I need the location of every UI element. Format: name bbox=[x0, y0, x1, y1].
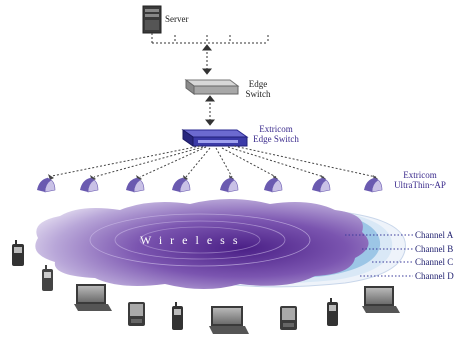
edge-switch-icon bbox=[184, 79, 240, 95]
channel-leaders bbox=[345, 234, 413, 277]
channel-c-label: Channel C bbox=[415, 257, 454, 267]
pda-icon bbox=[128, 302, 145, 326]
wireless-cloud bbox=[35, 199, 369, 289]
device-phones bbox=[12, 240, 338, 330]
server-icon bbox=[142, 5, 162, 34]
phone-icon bbox=[327, 298, 338, 326]
extricom-switch-label: Extricom Edge Switch bbox=[247, 124, 305, 144]
edge-switch-label: Edge Switch bbox=[244, 79, 272, 99]
laptop-icon bbox=[209, 306, 249, 334]
extricom-switch-label-line2: Edge Switch bbox=[253, 134, 299, 144]
phone-icon bbox=[12, 240, 24, 266]
edge-switch-label-line2: Switch bbox=[245, 89, 271, 99]
server-label: Server bbox=[165, 14, 189, 24]
wireless-label: Wireless bbox=[140, 233, 246, 247]
device-pdas bbox=[128, 302, 297, 330]
pda-icon bbox=[280, 306, 297, 330]
ap-label-line1: Extricom bbox=[403, 170, 437, 180]
ap-icons bbox=[37, 177, 383, 193]
extricom-switch-label-line1: Extricom bbox=[259, 124, 293, 134]
channel-b-label: Channel B bbox=[415, 244, 454, 254]
device-laptops bbox=[74, 284, 400, 334]
link-arrow bbox=[201, 44, 213, 75]
laptop-icon bbox=[362, 286, 400, 313]
ap-label: Extricom UltraThin~AP bbox=[386, 170, 454, 190]
phone-icon bbox=[42, 265, 53, 291]
phone-icon bbox=[172, 302, 183, 330]
channel-a-label: Channel A bbox=[415, 230, 454, 240]
ap-link-arrowheads bbox=[48, 174, 378, 181]
laptop-icon bbox=[74, 284, 112, 311]
channel-d-label: Channel D bbox=[415, 271, 454, 281]
link-arrow bbox=[204, 95, 216, 126]
ap-label-line2: UltraThin~AP bbox=[394, 180, 446, 190]
ap-links bbox=[51, 145, 377, 178]
lan-bus bbox=[151, 33, 269, 44]
edge-switch-label-line1: Edge bbox=[248, 79, 268, 89]
extricom-switch-icon bbox=[181, 129, 249, 147]
